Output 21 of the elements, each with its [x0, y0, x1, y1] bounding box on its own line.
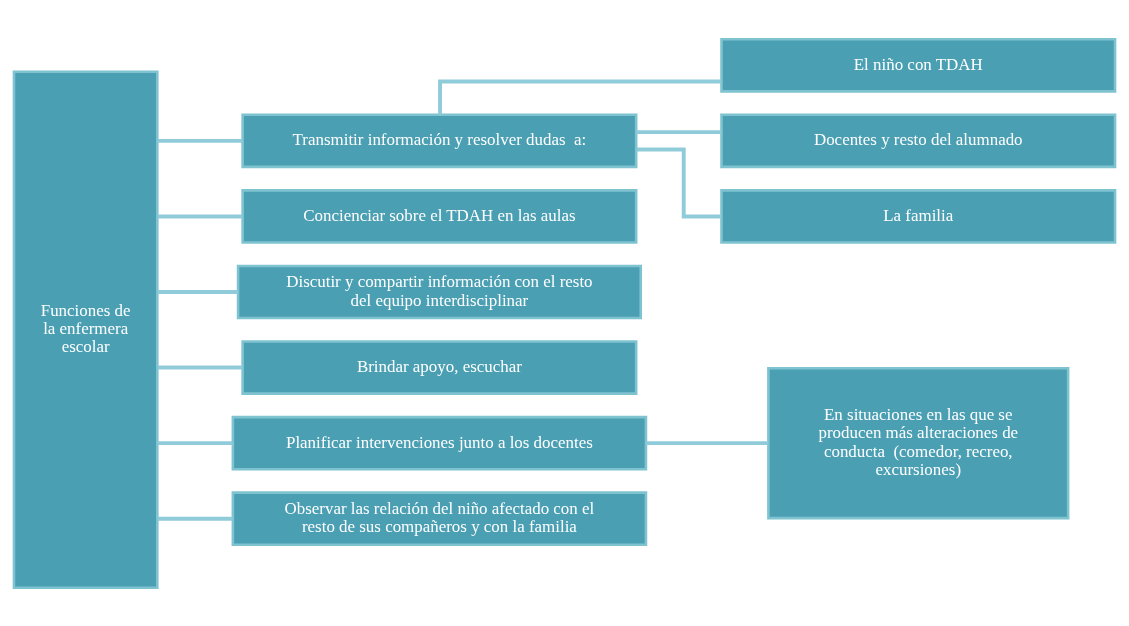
- node-box: Funciones de la enfermera escolar: [12, 70, 159, 589]
- connector: [157, 516, 233, 521]
- connector: [636, 147, 722, 218]
- node-box: Planificar intervenciones junto a los docentes: [231, 415, 648, 470]
- node-box: Discutir y compartir información con el resto del equipo interdisciplinar: [236, 264, 643, 319]
- connector: [157, 289, 238, 294]
- node-box: Concienciar sobre el TDAH en las aulas: [241, 188, 638, 244]
- node-box: Transmitir información y resolver dudas a:: [241, 113, 638, 168]
- connector: [438, 79, 722, 115]
- node-box: Brindar apoyo, escuchar: [241, 339, 638, 395]
- connector: [157, 138, 243, 143]
- connector: [645, 440, 769, 445]
- connector: [157, 213, 243, 218]
- connector: [636, 129, 722, 134]
- node-box: Docentes y resto del alumnado: [720, 113, 1117, 168]
- node-box: La familia: [720, 188, 1117, 244]
- node-box: El niño con TDAH: [720, 37, 1117, 93]
- node-box: Observar las relación del niño afectado con el resto de sus compañeros y con la familia: [231, 490, 648, 546]
- node-box: En situaciones en las que se producen más alteraciones de conducta (comedor, recreo, excursiones): [767, 366, 1070, 519]
- connector: [157, 365, 243, 370]
- connector: [157, 440, 233, 445]
